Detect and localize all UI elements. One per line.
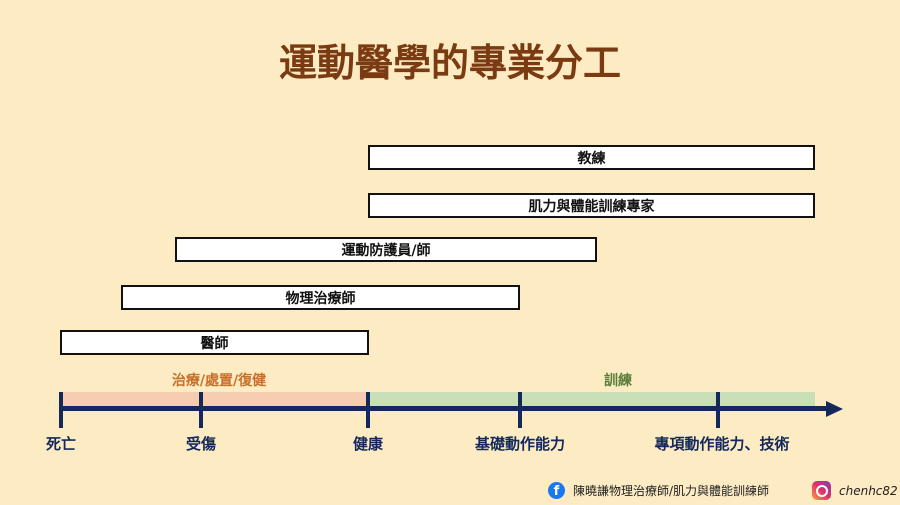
role-coach: 教練 (368, 145, 815, 170)
axis-tick (366, 392, 370, 428)
instagram-icon (812, 481, 831, 500)
category-training: 訓練 (604, 373, 632, 389)
page-title: 運動醫學的專業分工 (278, 41, 621, 85)
axis-label-injury: 受傷 (185, 435, 217, 453)
axis-label-death: 死亡 (45, 435, 77, 453)
instagram-credit: chenhc82 (812, 481, 898, 500)
category-treatment: 治療/處置/復健 (171, 373, 267, 389)
role-athletic-trainer: 運動防護員/師 (175, 237, 597, 262)
axis-line (60, 406, 830, 411)
treatment-band (61, 392, 368, 408)
role-physical-therapist: 物理治療師 (121, 285, 520, 310)
axis-arrow-icon (826, 401, 843, 417)
instagram-handle: chenhc82 (839, 483, 898, 498)
axis-label-basic-movement: 基礎動作能力 (474, 435, 566, 453)
axis-tick (716, 392, 720, 428)
axis-label-health: 健康 (352, 435, 384, 453)
training-band (368, 392, 815, 408)
axis-tick (59, 392, 63, 428)
axis-tick (518, 392, 522, 428)
role-strength-specialist: 肌力與體能訓練專家 (368, 193, 815, 218)
role-doctor: 醫師 (60, 330, 369, 355)
axis-tick (199, 392, 203, 428)
facebook-icon: f (548, 482, 565, 499)
axis-label-specific-skill: 專項動作能力、技術 (654, 435, 790, 453)
facebook-credit: f 陳曉謙物理治療師/肌力與體能訓練師 (548, 482, 769, 499)
facebook-name: 陳曉謙物理治療師/肌力與體能訓練師 (573, 484, 770, 498)
